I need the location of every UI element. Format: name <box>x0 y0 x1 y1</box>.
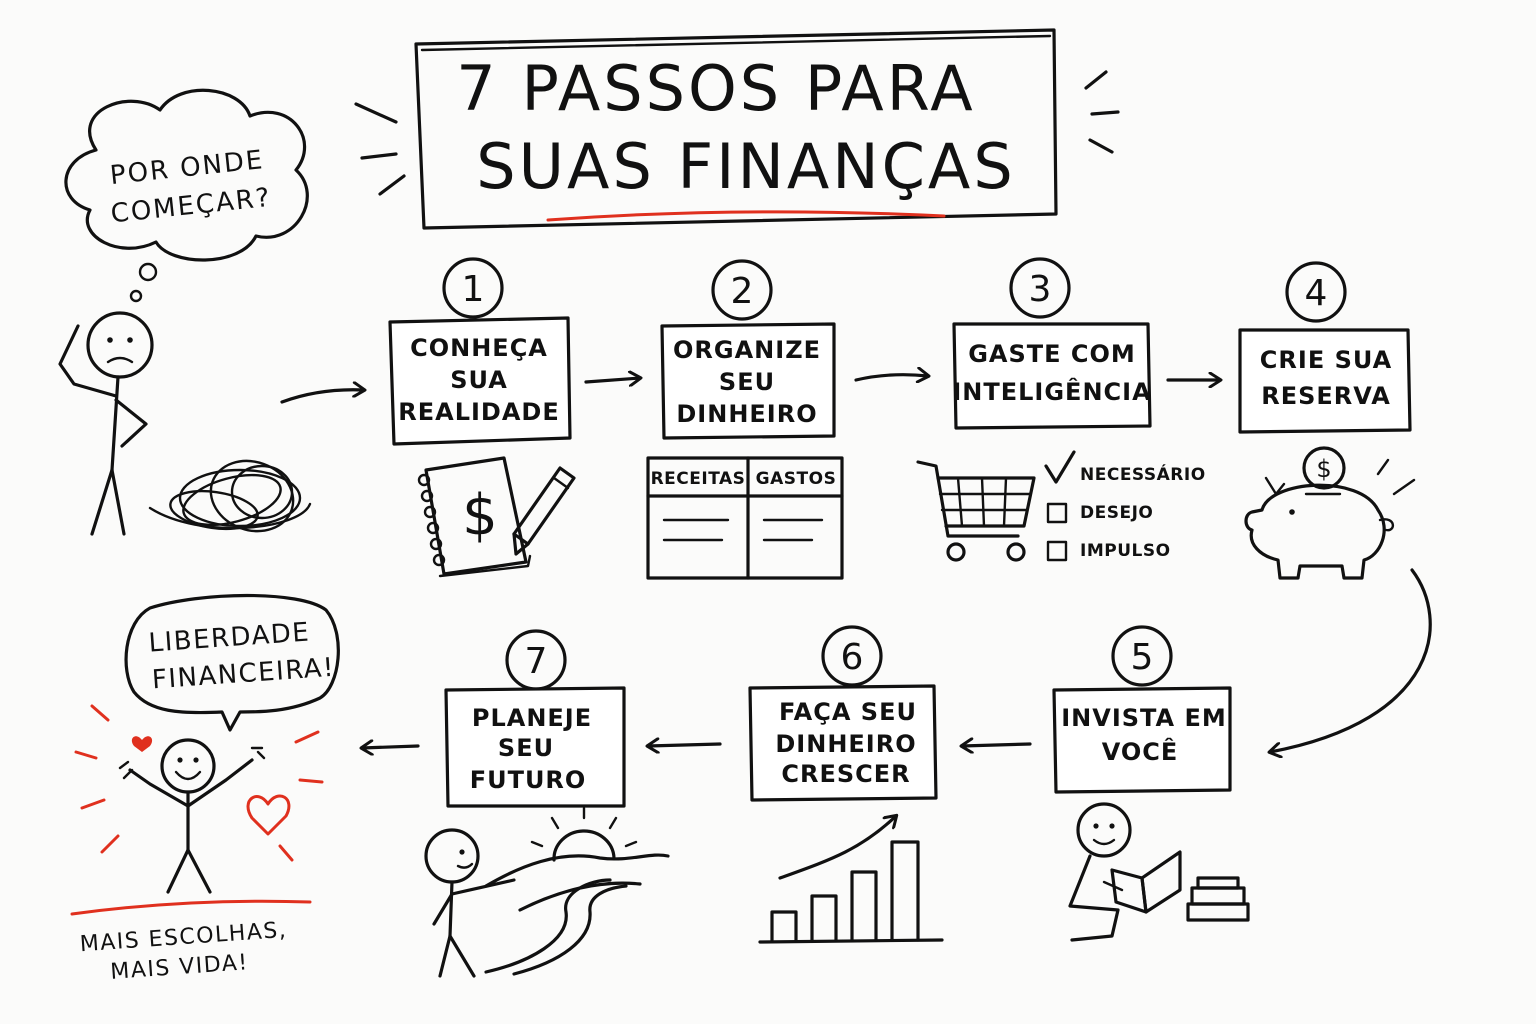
step-7-line-1: PLANEJE <box>472 704 592 732</box>
step-4-number-circle <box>1285 261 1347 323</box>
step-7-number: 7 <box>525 641 548 682</box>
step-2: 2 ORGANIZE SEU DINHEIRO <box>660 259 836 440</box>
step-6-line-2: DINHEIRO <box>775 730 916 758</box>
arrow-step-4-to-5 <box>1270 568 1432 752</box>
checklist-item-3: IMPULSO <box>1080 541 1171 561</box>
speech-bubble-line-1: LIBERDADE <box>148 617 311 658</box>
title-frame <box>414 28 1058 230</box>
checkbox-impulso <box>1046 540 1068 562</box>
step-6-number-circle <box>821 625 883 687</box>
step-3-number: 3 <box>1029 269 1052 310</box>
notebook-currency-symbol: $ <box>462 483 498 548</box>
reading-person-icon <box>1068 802 1182 942</box>
step-7-line-3: FUTURO <box>470 766 587 794</box>
title-line-1: 7 PASSOS PARA <box>456 52 975 125</box>
growth-chart-icon <box>758 816 944 944</box>
arrow-start-to-step-1 <box>280 390 364 404</box>
step-5-box <box>1052 686 1232 794</box>
step-6-line-3: CRESCER <box>781 760 910 788</box>
checklist-item-1: NECESSÁRIO <box>1080 463 1206 485</box>
step-3-box <box>952 322 1152 430</box>
sunrise-landscape-icon <box>484 806 670 976</box>
step-2-number: 2 <box>731 271 754 312</box>
step-7-line-2: SEU <box>498 734 554 762</box>
step-1-line-1: CONHEÇA <box>410 334 548 362</box>
step-3: 3 GASTE COM INTELIGÊNCIA <box>952 257 1152 430</box>
thought-bubble <box>64 88 309 262</box>
arrow-step-6-to-7 <box>648 744 722 746</box>
piggy-bank-icon: $ <box>1244 446 1416 580</box>
thought-bubble-line-1: POR ONDE <box>109 145 266 191</box>
confused-person-icon <box>58 311 154 536</box>
step-4-line-2: RESERVA <box>1261 382 1391 410</box>
checklist-item-2: DESEJO <box>1080 503 1153 523</box>
step-4-line-1: CRIE SUA <box>1260 346 1392 374</box>
title-line-2: SUAS FINANÇAS <box>476 130 1015 203</box>
small-heart-icon <box>131 736 153 752</box>
ledger-table: RECEITAS GASTOS <box>646 456 844 580</box>
arrow-step-5-to-6 <box>962 744 1032 746</box>
title-emphasis-lines-right <box>1084 70 1120 154</box>
step-6-number: 6 <box>841 637 864 678</box>
step-5: 5 INVISTA EM VOCÊ <box>1052 625 1232 794</box>
speech-bubble-line-2: FINANCEIRA! <box>151 653 336 696</box>
joy-rays <box>74 704 324 862</box>
finish-ground-line <box>70 899 312 916</box>
shopping-cart-icon <box>916 460 1036 562</box>
notebook-icon: $ <box>417 456 532 578</box>
step-5-line-1: INVISTA EM <box>1061 704 1227 732</box>
arrow-step-2-to-3 <box>854 375 928 380</box>
step-3-line-1: GASTE COM <box>968 340 1136 368</box>
tangled-scribble-icon <box>148 459 312 533</box>
title-emphasis-lines-left <box>354 102 406 196</box>
ledger-col-gastos: GASTOS <box>756 469 837 489</box>
step-5-number: 5 <box>1131 637 1154 678</box>
check-mark-icon <box>1044 450 1076 484</box>
step-1: 1 CONHEÇA SUA REALIDADE <box>388 257 572 446</box>
step-5-number-circle <box>1111 625 1173 687</box>
pointing-person-icon <box>424 828 516 978</box>
speech-bubble <box>124 593 340 732</box>
checklist: NECESSÁRIO DESEJO IMPULSO <box>1044 450 1206 562</box>
step-2-line-2: SEU <box>719 368 775 396</box>
step-1-line-2: SUA <box>450 366 508 394</box>
arrow-step-7-to-finish <box>362 746 420 748</box>
coin-currency-symbol: $ <box>1316 455 1331 483</box>
ledger-col-receitas: RECEITAS <box>651 469 746 489</box>
tagline-line-1: MAIS ESCOLHAS, <box>79 918 288 957</box>
step-4: 4 CRIE SUA RESERVA <box>1238 261 1412 434</box>
step-3-number-circle <box>1009 257 1071 319</box>
step-7: 7 PLANEJE SEU FUTURO <box>444 629 626 808</box>
thought-bubble-line-2: COMEÇAR? <box>109 183 273 230</box>
checkbox-desejo <box>1046 502 1068 524</box>
step-1-number-circle <box>442 257 504 319</box>
arrow-step-1-to-2 <box>584 378 640 382</box>
step-3-line-2: INTELIGÊNCIA <box>952 377 1151 406</box>
step-6-line-1: FAÇA SEU <box>779 698 917 726</box>
pencil-icon <box>512 466 576 556</box>
heart-icon <box>246 794 291 836</box>
step-4-number: 4 <box>1305 273 1328 314</box>
happy-person-icon <box>118 738 266 894</box>
step-4-box <box>1238 328 1412 434</box>
tagline-line-2: MAIS VIDA! <box>110 950 250 985</box>
step-1-box <box>388 316 572 446</box>
step-6-box <box>748 684 938 802</box>
book-stack-icon <box>1186 876 1250 922</box>
step-2-line-1: ORGANIZE <box>673 336 821 364</box>
step-2-number-circle <box>711 259 773 321</box>
step-7-box <box>444 686 626 808</box>
step-1-line-3: REALIDADE <box>398 398 559 426</box>
step-5-line-2: VOCÊ <box>1102 737 1179 766</box>
title-underline <box>546 210 946 222</box>
step-2-line-3: DINHEIRO <box>676 400 817 428</box>
step-2-box <box>660 322 836 440</box>
coin-icon <box>1302 446 1346 490</box>
step-1-number: 1 <box>462 269 485 310</box>
step-6: 6 FAÇA SEU DINHEIRO CRESCER <box>748 625 938 802</box>
